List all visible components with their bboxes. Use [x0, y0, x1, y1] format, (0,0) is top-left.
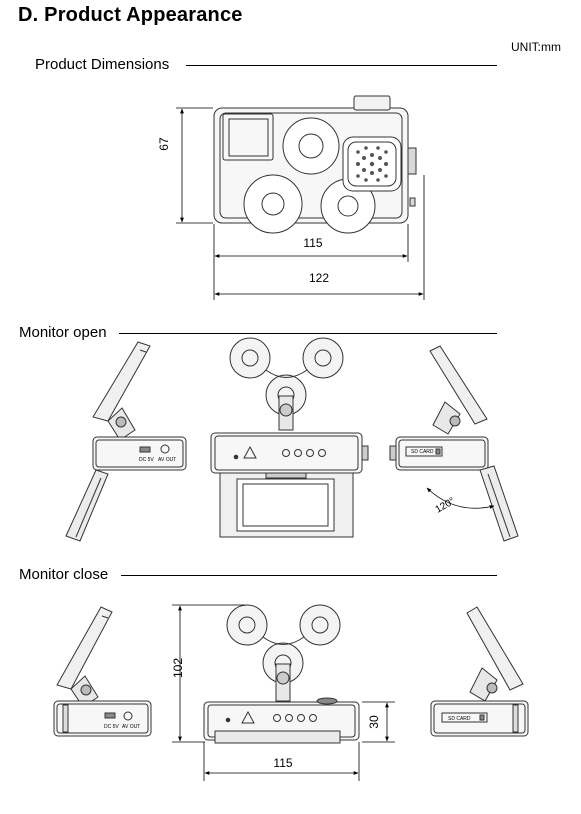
close-right-side-view [430, 606, 529, 737]
dimension-width-115 [213, 224, 409, 262]
section-monitor-open: Monitor open [19, 324, 107, 341]
section-divider [121, 575, 497, 576]
open-left-side-view [65, 341, 187, 542]
dimension-width-115-close [203, 742, 360, 781]
sd-card-label: SD CARD [411, 449, 434, 455]
dimension-115-label: 115 [303, 236, 322, 250]
dimension-depth-30 [362, 701, 395, 743]
dimension-122-label: 122 [309, 271, 329, 285]
dimension-width-122 [213, 175, 425, 300]
port-av-label: AV OUT [158, 457, 176, 463]
section-monitor-close: Monitor close [19, 566, 109, 583]
port-av-label: AV OUT [122, 724, 140, 730]
angle-120-label: 120° [434, 496, 457, 516]
dimension-30-label: 30 [367, 715, 381, 729]
open-right-side-view [389, 345, 519, 542]
port-dc-label: DC 5V [104, 724, 119, 730]
open-center-view [210, 337, 369, 538]
dimension-102-label: 102 [171, 658, 185, 678]
sd-card-label: SD CARD [448, 716, 471, 722]
section-product-dimensions: Product Dimensions [35, 56, 170, 73]
section-divider [186, 65, 497, 66]
section-divider [119, 333, 497, 334]
port-dc-label: DC 5V [139, 457, 154, 463]
speaker-grille [356, 146, 388, 182]
page-title: D. Product Appearance [18, 4, 243, 26]
dimension-height-102 [172, 604, 245, 743]
unit-label: UNIT:mm [511, 40, 561, 54]
close-center-view [203, 604, 360, 744]
dimension-height-67 [176, 107, 213, 224]
close-left-side-view [53, 606, 152, 737]
front-view-drawing [213, 95, 417, 234]
dimension-115-close-label: 115 [273, 756, 292, 770]
dimension-67-label: 67 [157, 137, 171, 151]
